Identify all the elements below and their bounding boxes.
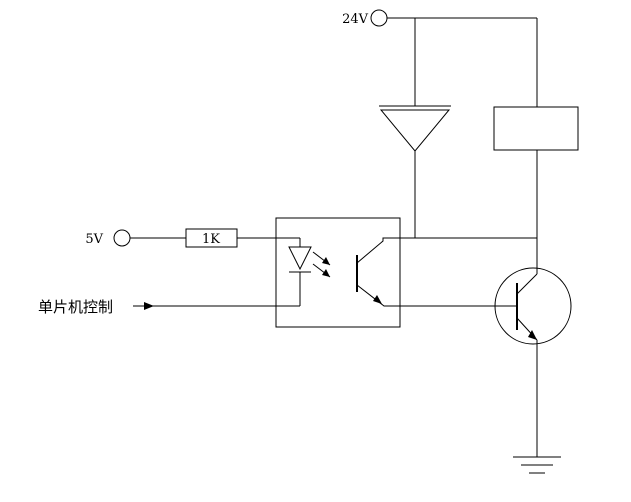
light-arrow-1-head-icon bbox=[322, 257, 330, 265]
transistor-collector bbox=[516, 273, 538, 295]
optocoupler-box bbox=[275, 217, 401, 328]
phototransistor-emitter-arrow-icon bbox=[373, 295, 382, 304]
flyback-diode bbox=[379, 105, 451, 238]
mcu-arrow-icon bbox=[144, 302, 154, 310]
transistor-emitter-arrow-icon bbox=[528, 330, 537, 340]
label-mcu-control: 单片机控制 bbox=[38, 298, 113, 316]
label-1k: 1K bbox=[202, 232, 220, 247]
optocoupler bbox=[275, 217, 401, 328]
label-24v: 24V bbox=[342, 12, 369, 27]
diode-triangle bbox=[379, 109, 451, 152]
opto-phototransistor bbox=[356, 237, 400, 307]
mcu-control-input: 单片机控制 bbox=[38, 298, 300, 316]
relay-coil-box bbox=[493, 106, 579, 151]
terminal-5v bbox=[113, 229, 131, 247]
led-triangle bbox=[288, 246, 312, 271]
phototransistor-emitter bbox=[356, 284, 400, 307]
resistor-1k: 1K bbox=[185, 228, 276, 248]
relay-coil bbox=[493, 106, 579, 274]
transistor-circle bbox=[494, 267, 572, 345]
light-emission-arrows bbox=[312, 251, 331, 278]
input-5v: 5V bbox=[85, 229, 186, 247]
output-nets bbox=[400, 237, 537, 307]
terminal-24v bbox=[370, 9, 388, 27]
opto-led bbox=[276, 237, 312, 306]
phototransistor-collector bbox=[356, 237, 400, 264]
light-arrow-2-head-icon bbox=[322, 269, 330, 277]
label-5v: 5V bbox=[85, 232, 103, 247]
power-rail-24v: 24V bbox=[342, 9, 538, 107]
ground-symbol bbox=[513, 456, 561, 474]
npn-transistor bbox=[494, 267, 572, 457]
